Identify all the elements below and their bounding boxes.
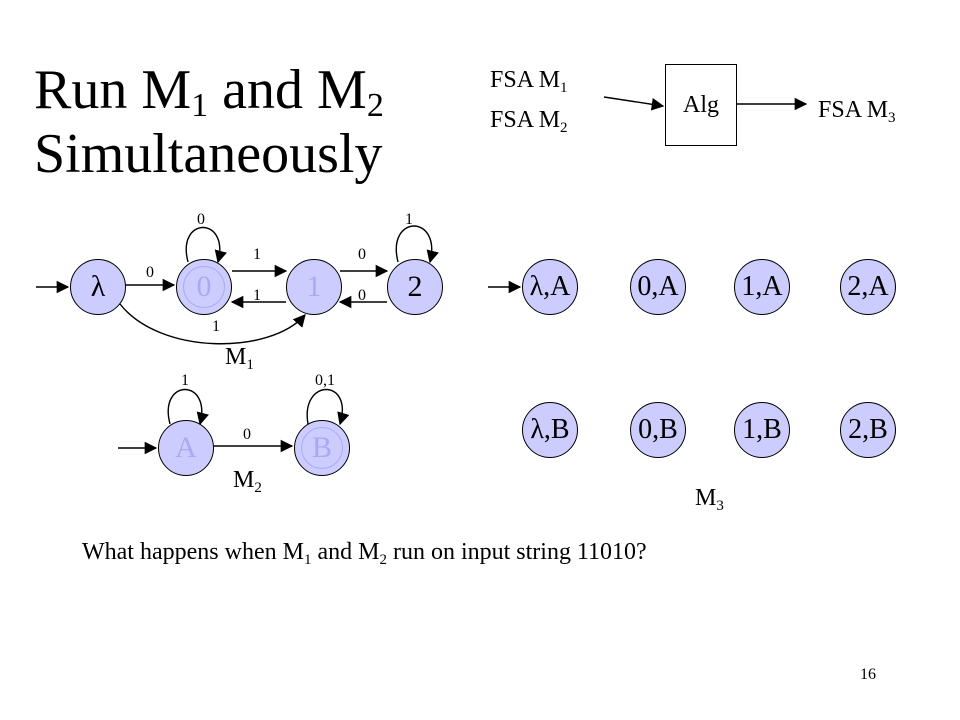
slide-title: Run M1 and M2 Simultaneously	[34, 58, 384, 186]
m1-label-loop-2: 1	[405, 211, 413, 228]
m1-label-lambda-1: 1	[212, 318, 220, 335]
m2-label-loop-B: 0,1	[315, 372, 335, 389]
title-line-1: Run M1 and M2	[34, 59, 384, 124]
m2-state-A: A	[158, 420, 214, 476]
m1-name: M1	[225, 344, 254, 373]
alg-box: Alg	[665, 64, 737, 146]
m1-edge-lambda-1	[119, 303, 306, 345]
m1-state-lambda: λ	[70, 259, 126, 315]
m1-label-lambda-0: 0	[146, 264, 154, 281]
m1-label-1-2: 0	[358, 246, 366, 263]
m2-state-B: B	[294, 420, 350, 476]
m3-state-lambda-A: λ,A	[522, 259, 578, 315]
m1-label-0-1: 1	[253, 246, 261, 263]
m3-state-1-A: 1,A	[734, 259, 790, 315]
m1-state-2: 2	[387, 259, 443, 315]
title-line-2: Simultaneously	[34, 123, 383, 185]
m1-state-1: 1	[286, 259, 342, 315]
m3-state-0-B: 0,B	[630, 402, 686, 458]
m2-label-A-B: 0	[243, 426, 251, 443]
m1-label-2-1: 0	[358, 287, 366, 304]
m1-loop-2	[395, 225, 439, 264]
m2-loop-B	[306, 389, 350, 426]
m3-state-1-B: 1,B	[734, 402, 790, 458]
question-text: What happens when M1 and M2 run on input…	[82, 539, 647, 568]
m2-label-loop-A: 1	[181, 372, 189, 389]
m1-loop-0	[185, 227, 227, 264]
m1-label-1-0: 1	[253, 287, 261, 304]
m3-state-0-A: 0,A	[630, 259, 686, 315]
m3-state-lambda-B: λ,B	[522, 402, 578, 458]
alg-input-arrow	[603, 96, 665, 111]
m3-state-2-B: 2,B	[840, 402, 896, 458]
m1-label-loop-0: 0	[197, 211, 205, 228]
alg-output: FSA M3	[818, 97, 896, 126]
m2-name: M2	[233, 467, 262, 496]
alg-input-2: FSA M2	[490, 107, 568, 136]
alg-input-1: FSA M1	[490, 67, 568, 96]
m2-loop-A	[167, 389, 209, 426]
m3-name: M3	[695, 485, 724, 514]
page-number: 16	[860, 666, 876, 683]
m3-state-2-A: 2,A	[840, 259, 896, 315]
m1-state-0: 0	[176, 259, 232, 315]
